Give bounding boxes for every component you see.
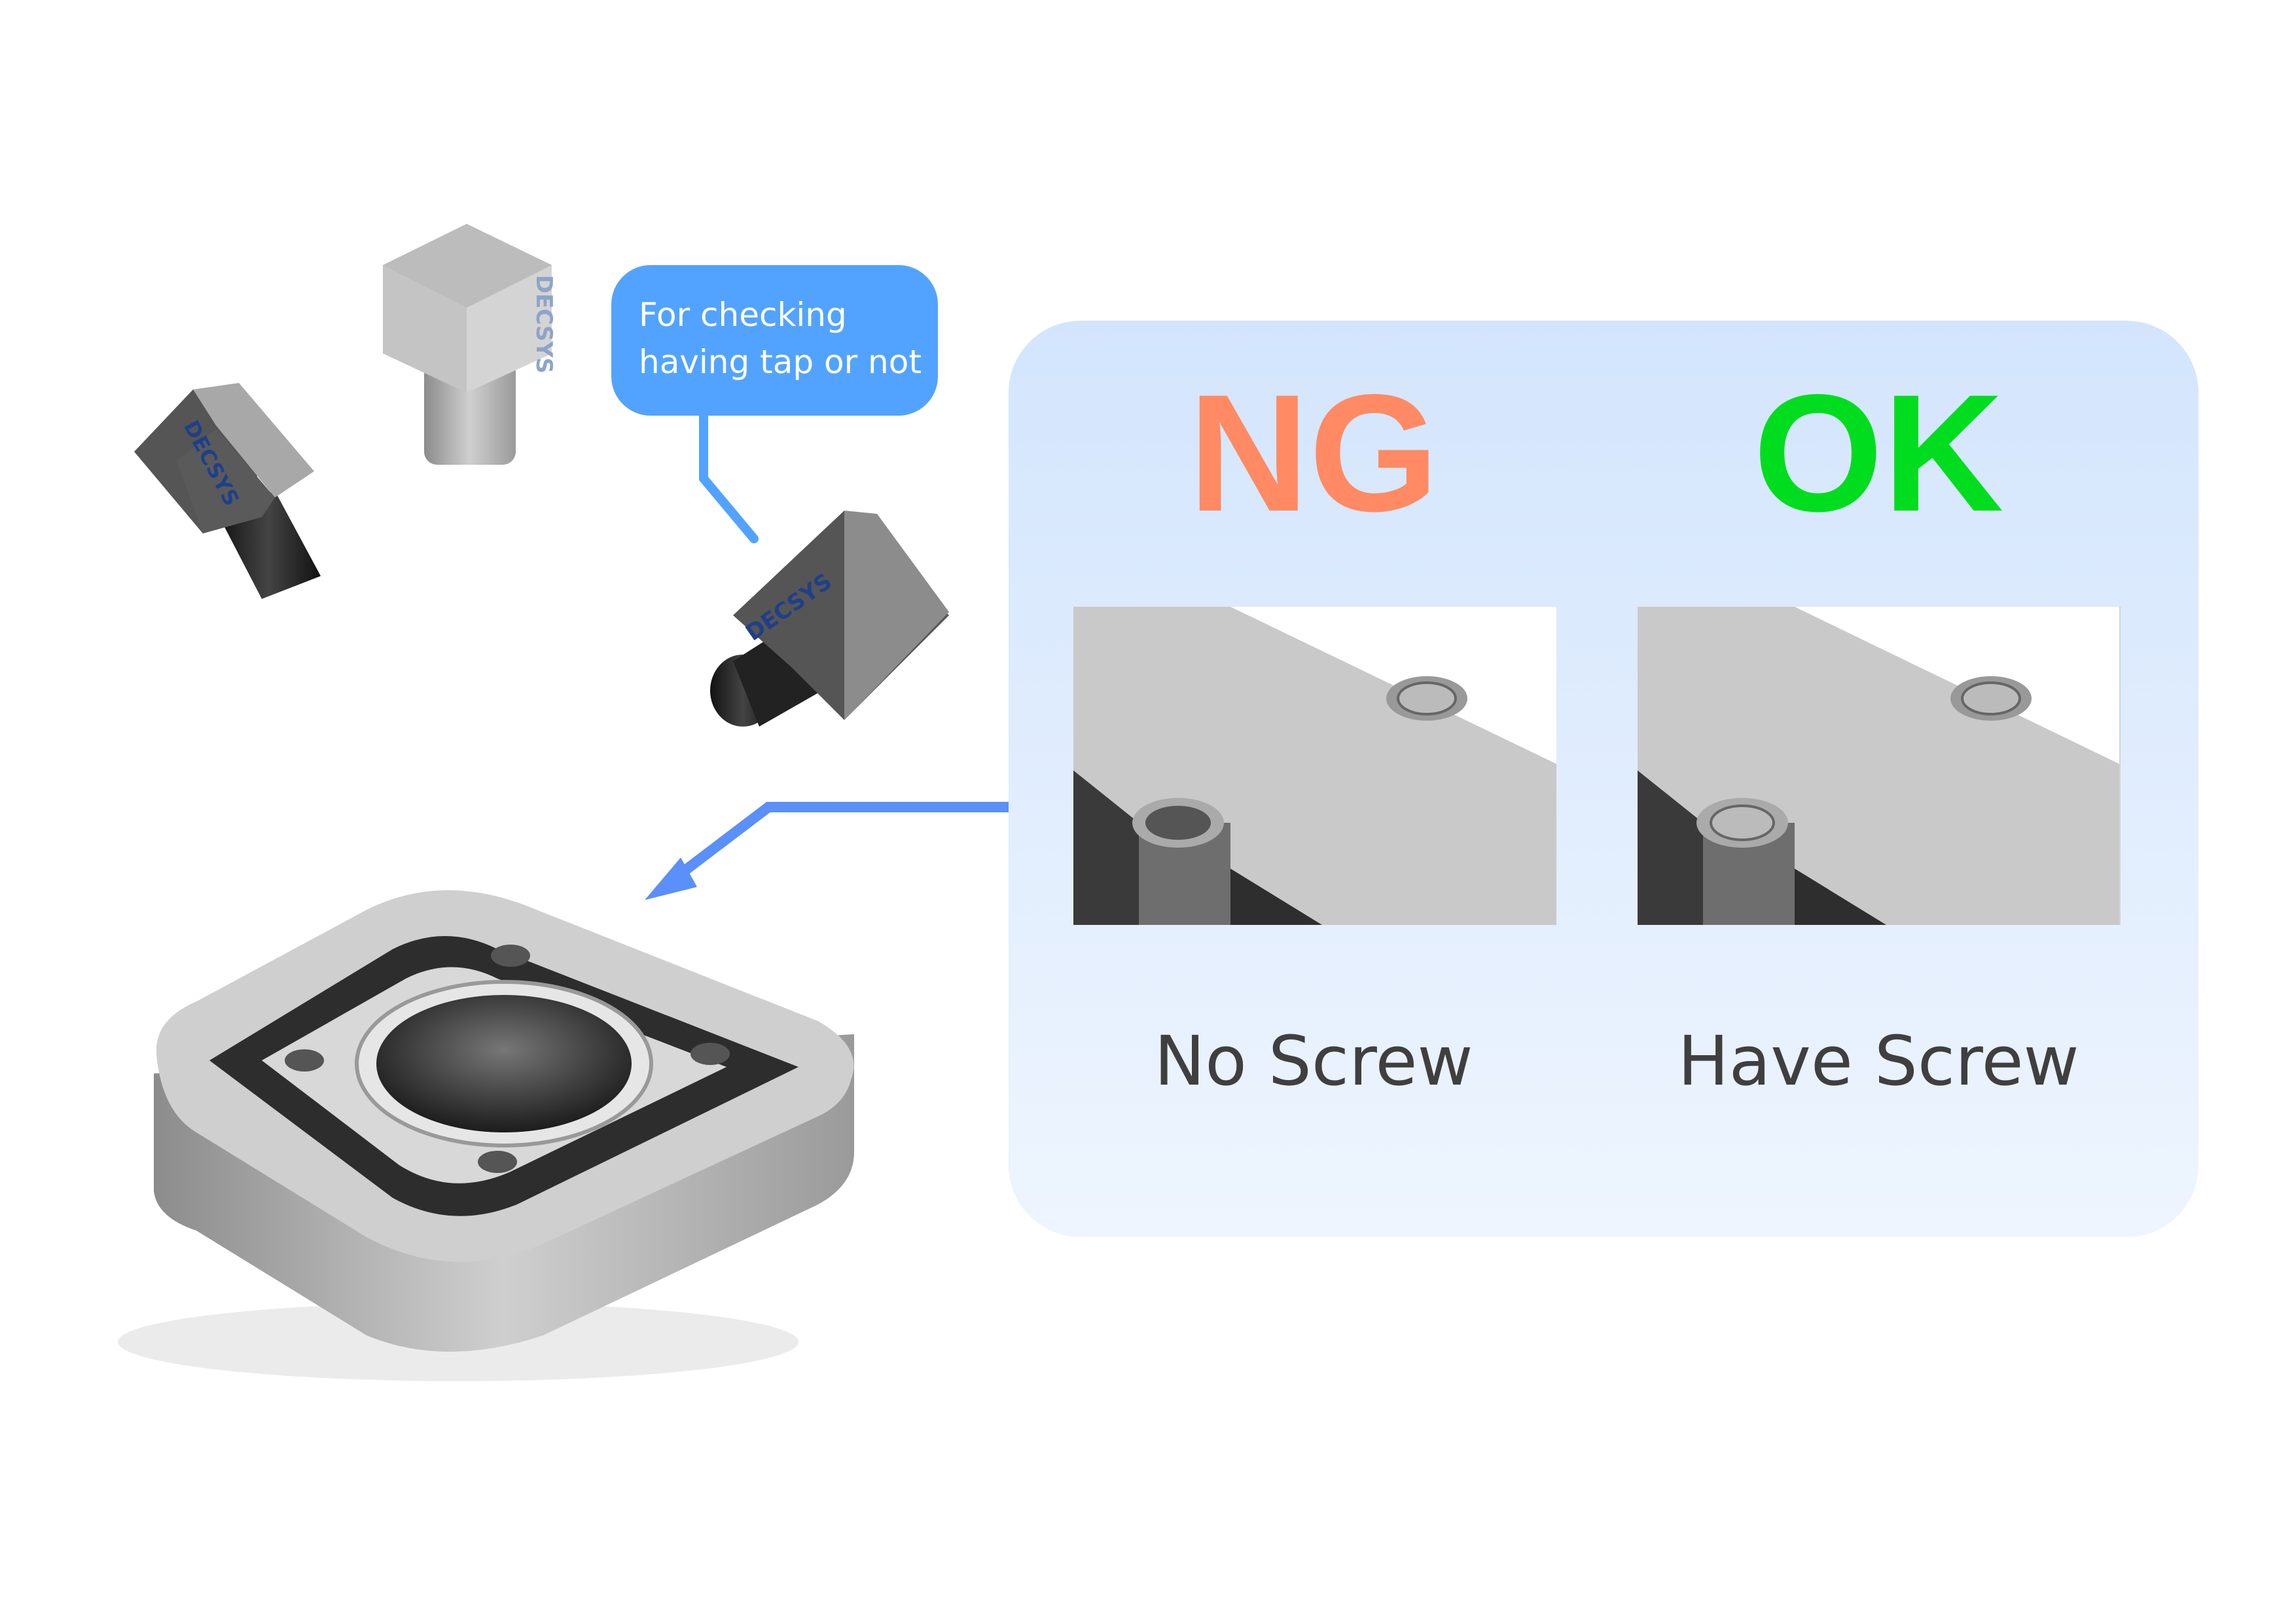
callout-line-1: For checking (639, 296, 847, 334)
ng-label: No Screw (1154, 1021, 1473, 1101)
camera-right: DECSYS (710, 511, 949, 727)
ok-verdict: OK (1753, 360, 2004, 547)
callout-line-2: having tap or not (639, 343, 922, 381)
camera-top: DECSYS (383, 224, 557, 465)
ng-verdict: NG (1188, 360, 1439, 547)
callout-pointer (699, 408, 759, 543)
camera-left: DECSYS (134, 383, 321, 599)
ng-sample-image (1073, 607, 1556, 925)
pointer-arrow (645, 802, 1009, 900)
ok-label: Have Screw (1677, 1021, 2079, 1101)
ok-sample-image (1638, 607, 2121, 925)
camera-brand-logo: DECSYS (531, 275, 557, 374)
callout-bubble: For checking having tap or not (611, 265, 938, 416)
machined-part (118, 890, 854, 1381)
